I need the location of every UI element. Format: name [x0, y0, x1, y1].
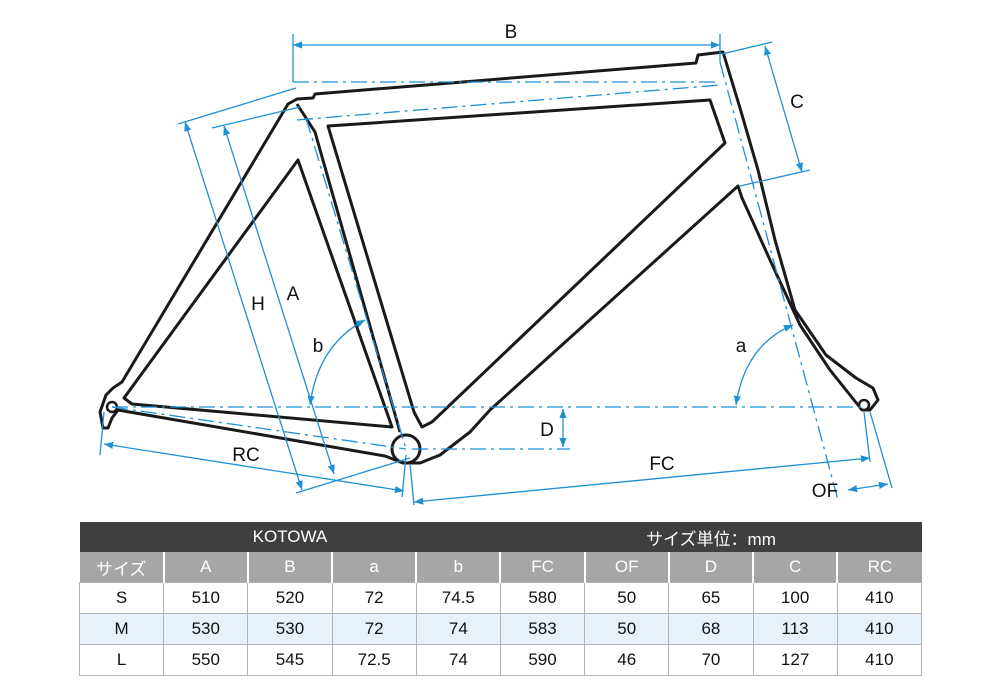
dim-C-ext-bottom — [739, 169, 811, 187]
table-cell: 72 — [331, 613, 417, 645]
table-cell: 72 — [331, 582, 417, 614]
label-RC: RC — [232, 445, 259, 466]
label-A: A — [287, 284, 300, 305]
table-cell: 100 — [752, 582, 838, 614]
frame-outer-outline — [98, 50, 880, 465]
chainstay-centerline — [111, 406, 407, 450]
seat-tube-outline — [295, 103, 402, 433]
front-triangle-inner — [326, 98, 727, 429]
table-cell: 74.5 — [415, 582, 501, 614]
header-b: b — [416, 552, 502, 583]
header-B: B — [247, 552, 334, 583]
dim-RC-line — [103, 441, 405, 494]
dim-C-line — [764, 45, 803, 173]
label-D: D — [540, 420, 554, 441]
dim-OF-line — [847, 481, 889, 493]
table-cell: 74 — [415, 613, 501, 645]
dim-HA-ext-bottom — [295, 457, 411, 494]
table-cell: 520 — [247, 582, 333, 614]
table-cell: 70 — [668, 644, 754, 676]
label-OF: OF — [812, 481, 838, 502]
table-row: S 510 520 72 74.5 580 50 65 100 410 — [78, 582, 923, 614]
table-cell: 545 — [247, 644, 333, 676]
table-cell: 74 — [415, 644, 501, 676]
dim-HA-ext-top — [177, 87, 297, 125]
table-cell: 46 — [584, 644, 670, 676]
table-cell: 590 — [499, 644, 586, 676]
header-D: D — [668, 552, 755, 583]
seat-tube-centerline — [305, 117, 407, 450]
table-cell: 410 — [836, 644, 923, 676]
dim-RC-ext-left — [99, 411, 105, 456]
dim-C-ext-top — [721, 41, 773, 55]
top-tube-centerline — [296, 84, 721, 121]
dimension-lines — [99, 34, 893, 506]
dim-FC-line — [413, 455, 871, 505]
table-cell: 583 — [499, 613, 586, 645]
table-cell: 113 — [752, 613, 838, 645]
frame-geometry-diagram: B C H A b a D RC FC OF — [98, 22, 893, 506]
table-cell: 65 — [668, 582, 754, 614]
header-size: サイズ — [79, 552, 165, 583]
front-dropout — [857, 398, 871, 412]
label-b: b — [313, 336, 324, 357]
label-FC: FC — [649, 454, 674, 475]
table-cell: 510 — [163, 582, 249, 614]
angle-b-arc — [307, 319, 366, 406]
header-RC: RC — [837, 552, 922, 583]
header-FC: FC — [500, 552, 586, 583]
table-cell: 530 — [163, 613, 249, 645]
header-OF: OF — [584, 552, 670, 583]
label-a: a — [736, 336, 747, 357]
table-cell: 68 — [668, 613, 754, 645]
table-cell: 50 — [584, 613, 670, 645]
bike-frame — [98, 50, 880, 465]
table-title-row: KOTOWA サイズ単位：mm — [79, 522, 922, 552]
unit-label: サイズ単位：mm — [500, 522, 922, 552]
header-A: A — [163, 552, 249, 583]
dim-FC-ext-right — [863, 411, 871, 463]
table-cell: 530 — [247, 613, 333, 645]
table-cell: M — [78, 613, 165, 645]
header-C: C — [753, 552, 839, 583]
dim-FC-ext-left — [409, 463, 415, 506]
table-cell: 72.5 — [331, 644, 417, 676]
table-cell: 50 — [584, 582, 670, 614]
table-cell: 550 — [163, 644, 249, 676]
header-a: a — [332, 552, 418, 583]
table-header-row: サイズ A B a b FC OF D C RC — [79, 552, 922, 583]
table-cell: S — [78, 582, 165, 614]
table-cell: 410 — [836, 613, 923, 645]
head-tube-centerline — [719, 61, 839, 501]
table-cell: 127 — [752, 644, 838, 676]
dimension-labels: B C H A b a D RC FC OF — [232, 22, 838, 502]
label-B: B — [505, 22, 518, 43]
table-row: M 530 530 72 74 583 50 68 113 410 — [78, 613, 923, 645]
label-C: C — [790, 92, 804, 113]
table-cell: 410 — [836, 582, 923, 614]
geometry-spec-table: KOTOWA サイズ単位：mm サイズ A B a b FC OF D C RC… — [78, 522, 923, 676]
dim-A-line — [223, 125, 335, 475]
angle-a-arc — [733, 324, 794, 406]
model-name: KOTOWA — [79, 522, 501, 552]
table-cell: L — [78, 644, 165, 676]
table-cell: 580 — [499, 582, 586, 614]
dim-OF-ext — [869, 411, 893, 489]
table-row: L 550 545 72.5 74 590 46 70 127 410 — [78, 644, 923, 676]
label-H: H — [251, 294, 265, 315]
